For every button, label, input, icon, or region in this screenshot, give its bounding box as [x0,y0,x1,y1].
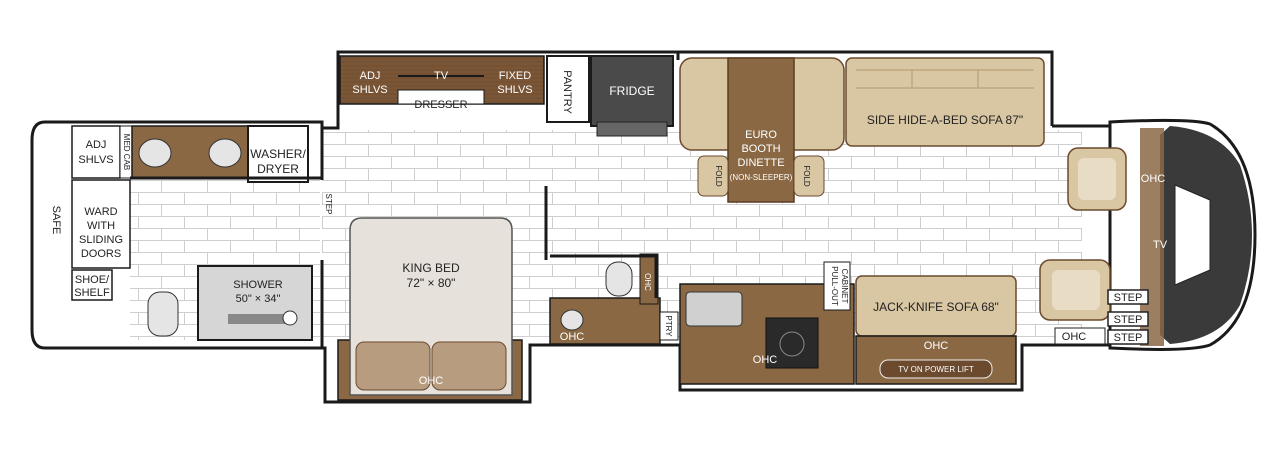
step-label-2: STEP [1114,314,1143,326]
dresser-slide: ADJ SHLVS TV DRESSER FIXED SHLVS [339,55,545,111]
ward-l4: DOORS [81,248,121,260]
dresser-adj: ADJ [360,70,381,82]
entry-steps[interactable]: STEP STEP STEP [1107,289,1149,345]
pantry-label: PANTRY [561,70,573,114]
dinette-l1: EURO [745,129,777,141]
sofa-ohc-label: OHC [924,340,949,352]
rear-bath: ADJ SHLVS MED CAB WASHER/ DRYER SAFE WAR… [50,125,333,341]
interior-walls [130,128,658,348]
kitchen-ohc-label: OHC [753,354,778,366]
toilet-ohc-label: OHC [560,331,585,343]
king-bed-l1: KING BED [402,261,460,275]
bed-ohc-label: OHC [419,375,444,387]
side-sofa-label: SIDE HIDE-A-BED SOFA 87" [867,113,1023,127]
dresser-fixed: FIXED [499,70,531,82]
dinette-fold-left: FOLD [714,165,723,187]
toilet-room: OHC OHC [549,253,661,345]
shower-l1: SHOWER [233,279,283,291]
cab-ohc-label: OHC [1141,173,1166,185]
shower-l2: 50" × 34" [236,293,281,305]
cab-tv-label: TV [1153,239,1168,251]
jack-knife-sofa[interactable]: JACK-KNIFE SOFA 68" OHC TV ON POWER LIFT [855,275,1017,385]
driver-seat[interactable] [1067,147,1127,211]
adj-shlvs-2: SHLVS [78,154,113,166]
shoe-l2: SHELF [74,287,110,299]
king-bed-l2: 72" × 80" [407,276,456,290]
jack-sofa-label: JACK-KNIFE SOFA 68" [873,300,999,314]
dresser-adj-shlvs: SHLVS [352,84,387,96]
dinette-l4: (NON-SLEEPER) [730,173,793,182]
safe-label: SAFE [50,206,62,235]
dinette-fold-right: FOLD [802,165,811,187]
tv-lift-label: TV ON POWER LIFT [898,365,974,374]
dinette-l2: BOOTH [741,143,780,155]
kitchen-slide: PTRY OHC PULL-OUT CABINET [659,261,855,385]
dresser-tv: TV [434,70,449,82]
med-cab-label: MED CAB [122,134,131,170]
euro-booth-dinette[interactable]: EURO BOOTH DINETTE (NON-SLEEPER) FOLD FO… [679,57,845,203]
bath-step-label: STEP [324,194,333,215]
ptry-label: PTRY [664,315,673,337]
outer-walls [30,50,1150,404]
step-label-3: STEP [1114,332,1143,344]
front-ohc-label: OHC [1062,331,1087,343]
ward-l1: WARD [84,206,117,218]
pantry[interactable] [546,55,590,123]
adj-shlvs-1: ADJ [86,139,107,151]
dinette-l3: DINETTE [737,157,784,169]
washer-label-2: DRYER [257,162,299,176]
pull-out-l1: PULL-OUT [830,266,839,306]
fridge-label: FRIDGE [609,84,654,98]
ward-l3: SLIDING [79,234,123,246]
pull-out-l2: CABINET [840,269,849,304]
toilet-ohc-2-label: OHC [643,273,652,291]
side-hide-a-bed-sofa[interactable]: SIDE HIDE-A-BED SOFA 87" [845,57,1045,147]
step-label-1: STEP [1114,292,1143,304]
front-ohc-strip [1054,327,1106,345]
king-bed[interactable]: KING BED 72" × 80" OHC [349,217,513,396]
dresser-fixed-shlvs: SHLVS [497,84,532,96]
ward-l2: WITH [87,220,115,232]
shoe-l1: SHOE/ [75,274,110,286]
dresser-label: DRESSER [414,99,467,111]
washer-label-1: WASHER/ [250,147,306,161]
fridge[interactable]: FRIDGE [590,55,674,137]
passenger-seat[interactable] [1039,259,1111,321]
